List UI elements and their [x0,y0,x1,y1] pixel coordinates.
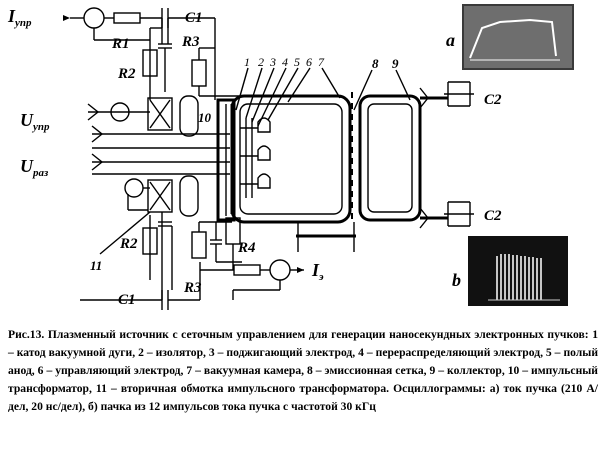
resistor-r3-top [191,59,207,87]
label-2: 2 [258,55,264,69]
resistor-r2-top [142,49,158,77]
label-c1-top: C1 [185,10,203,26]
transformer-primary-bottom [147,179,173,213]
resistor-bottom-h [233,264,261,276]
oscillogram-b [468,236,568,306]
label-i-upr: Iупр [7,6,32,29]
ammeter-top-icon [83,7,105,29]
label-1: 1 [244,55,250,69]
bottom-control-circuit [80,212,356,310]
transformer-primary-top [147,97,173,131]
ammeter-bottom-icon [269,259,291,281]
label-8: 8 [372,56,379,71]
label-i-e: Iэ [311,260,324,283]
label-10: 10 [198,110,212,125]
label-9: 9 [392,56,399,71]
label-r4: R4 [237,240,256,256]
collector [358,69,422,222]
c2-capacitors [419,81,474,229]
label-r2-bottom: R2 [119,236,138,252]
top-control-circuit [63,7,240,100]
label-c2-bottom: C2 [484,208,502,224]
label-3: 3 [269,55,276,69]
label-r3-bottom: R3 [183,280,202,296]
label-u-upr: Uупр [20,110,50,133]
bottom-transformer [99,175,199,255]
label-7: 7 [318,55,325,69]
label-osc-a: a [446,30,455,50]
leader-lines-1-7 [235,67,341,127]
pulse-source-top-icon [110,102,130,122]
resistor-r2-bottom [142,227,158,255]
label-c1-bottom: C1 [118,292,136,308]
label-r1: R1 [111,36,130,52]
label-c2-top: C2 [484,92,502,108]
oscillogram-a [462,4,574,70]
figure-caption: Рис.13. Плазменный источник с сеточным у… [8,328,598,413]
label-r3-top: R3 [181,34,200,50]
transformer-secondary-bottom [179,175,199,217]
resistor-r1 [113,12,141,24]
label-11: 11 [90,258,102,273]
label-5: 5 [294,55,300,69]
label-4: 4 [282,55,288,69]
input-lines [91,125,230,175]
label-osc-b: b [452,270,461,290]
label-6: 6 [306,55,312,69]
resistor-r3-bottom [191,231,207,259]
top-transformer [87,95,199,137]
label-u-raz: Uраз [20,156,49,179]
transformer-secondary-top [179,95,199,137]
electrode-assembly [240,117,271,198]
vacuum-chamber [216,94,352,224]
label-r2-top: R2 [117,66,136,82]
